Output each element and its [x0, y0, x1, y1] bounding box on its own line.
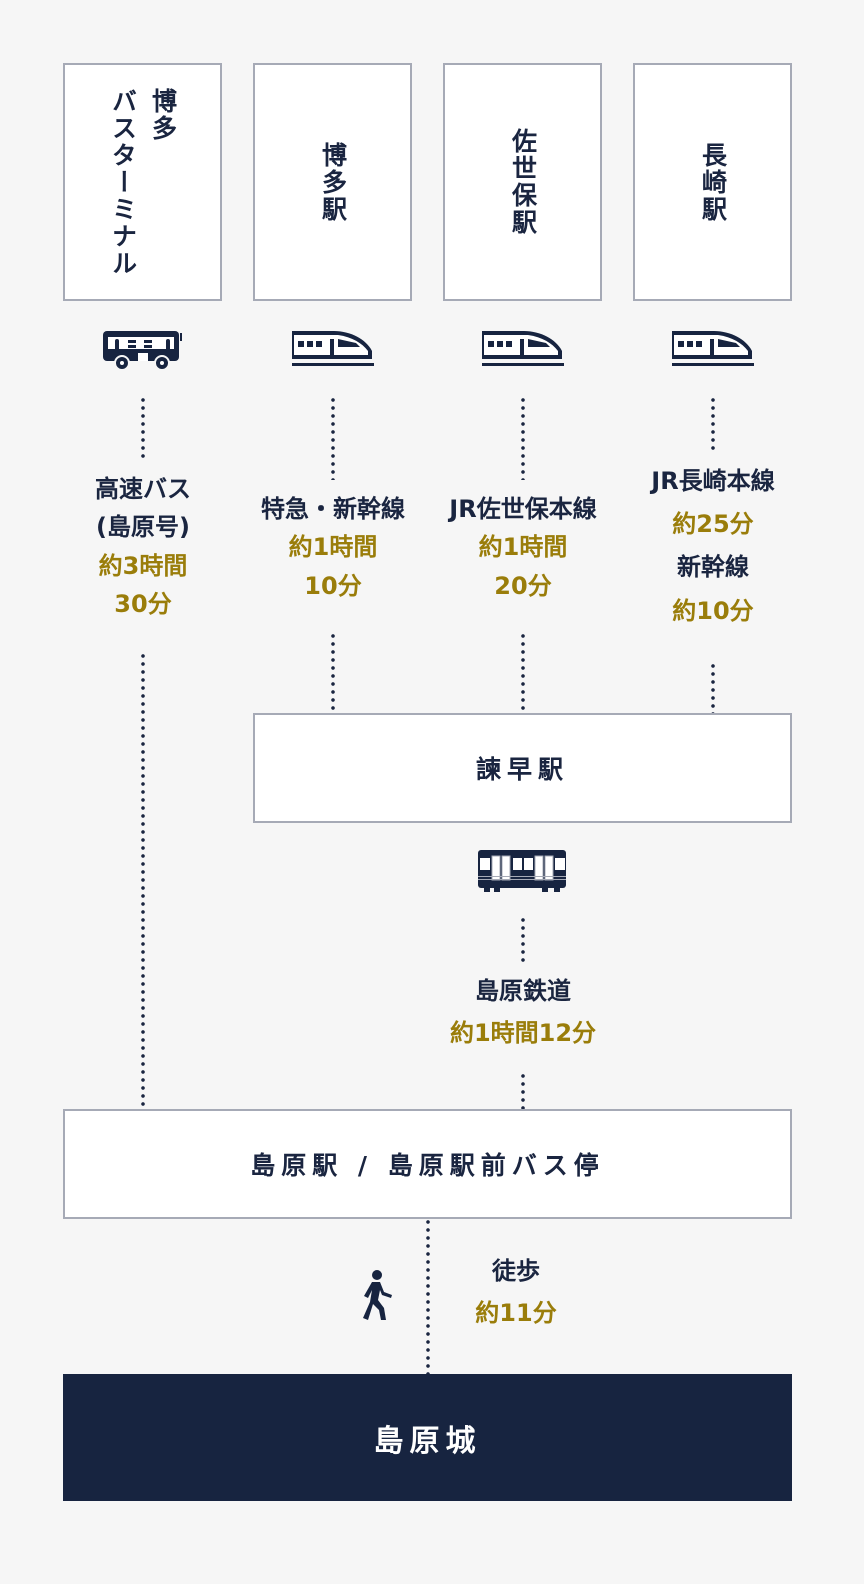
route-name: JR長崎本線 — [651, 467, 775, 495]
travel-time-sub: 20分 — [494, 571, 552, 600]
route-bus: 高速バス (島原号) 約3時間 30分 — [95, 470, 191, 624]
arrival-station-shimabara: 島原駅 / 島原駅前バス停 — [63, 1109, 792, 1219]
travel-time-sub: 約10分 — [672, 596, 754, 625]
origin-nagasaki-station: 長崎駅 — [633, 63, 792, 301]
origin-label: 博多駅 — [318, 141, 348, 223]
connector-line — [711, 662, 715, 714]
travel-time: 約25分 — [672, 510, 754, 539]
route-name-sub: (島原号) — [96, 513, 190, 542]
station-label: 島原駅 / 島原駅前バス停 — [250, 1151, 605, 1180]
connector-line — [331, 632, 335, 714]
travel-time-sub: 10分 — [304, 571, 362, 600]
origin-hakata-bus-terminal: 博多 バスターミナル — [63, 63, 222, 301]
origin-hakata-station: 博多駅 — [253, 63, 412, 301]
origin-label: 佐世保駅 — [508, 128, 538, 236]
connector-line — [521, 396, 525, 480]
walk-time: 約11分 — [475, 1299, 557, 1327]
connector-line — [426, 1218, 430, 1374]
shinkansen-icon — [482, 331, 564, 366]
connector-line — [521, 916, 525, 962]
route-name: 島原鉄道 — [474, 977, 571, 1005]
station-label: 諫早駅 — [475, 755, 569, 784]
travel-time: 約1時間12分 — [449, 1019, 597, 1047]
shinkansen-icon — [672, 331, 754, 366]
route-walk: 徒歩 約11分 — [475, 1250, 556, 1334]
route-name: 高速バス — [95, 475, 191, 503]
route-name: JR佐世保本線 — [449, 495, 597, 523]
origin-label: 長崎駅 — [698, 141, 728, 223]
origin-sasebo-station: 佐世保駅 — [443, 63, 602, 301]
route-shimabara-railway: 島原鉄道 約1時間12分 — [450, 970, 596, 1054]
route-name: 特急・新幹線 — [261, 495, 405, 523]
walk-label: 徒歩 — [492, 1257, 540, 1285]
destination-label: 島原城 — [373, 1423, 482, 1459]
route-hakata: 特急・新幹線 約1時間 10分 — [261, 490, 405, 605]
route-sasebo: JR佐世保本線 約1時間 20分 — [449, 490, 596, 605]
connector-line — [521, 1072, 525, 1110]
travel-time: 約1時間 — [288, 533, 378, 562]
travel-time-sub: 30分 — [114, 590, 172, 619]
shinkansen-icon — [292, 331, 374, 366]
walking-person-icon — [363, 1270, 392, 1320]
route-nagasaki: JR長崎本線 約25分 新幹線 約10分 — [651, 460, 774, 633]
connector-line — [331, 396, 335, 480]
transfer-station-isahaya: 諫早駅 — [253, 713, 792, 823]
travel-time: 約3時間 — [98, 551, 188, 580]
connector-line — [521, 632, 525, 714]
local-train-icon — [478, 850, 566, 892]
connector-line — [711, 396, 715, 452]
origin-label: 博多 バスターミナル — [108, 87, 178, 277]
bus-icon — [103, 331, 182, 371]
destination-shimabara-castle: 島原城 — [63, 1374, 792, 1501]
route-name-sub: 新幹線 — [676, 553, 749, 582]
connector-line — [141, 396, 145, 462]
connector-line — [141, 652, 145, 1108]
travel-time: 約1時間 — [478, 533, 568, 562]
